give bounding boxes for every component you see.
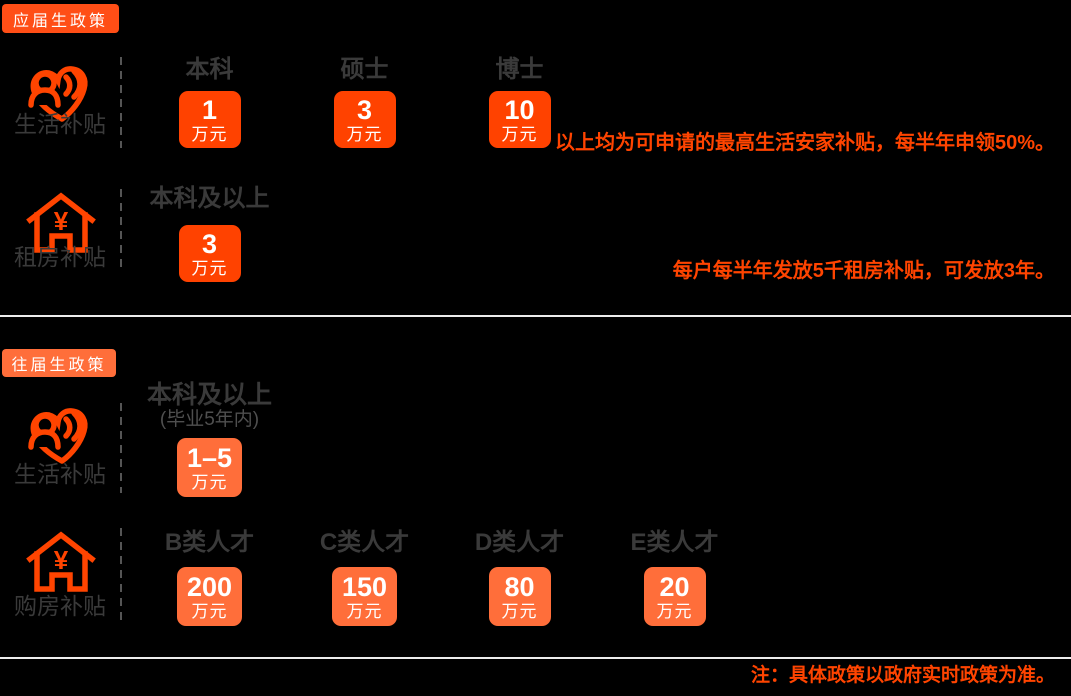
column-heading: C类人才 bbox=[319, 529, 410, 556]
talent-column: B类人才 200 万元 bbox=[132, 529, 287, 626]
card-value: 20 bbox=[659, 571, 690, 602]
svg-text:¥: ¥ bbox=[54, 206, 69, 236]
people-heart-icon bbox=[24, 397, 98, 473]
column-heading: 硕士 bbox=[340, 56, 389, 83]
card-unit: 万元 bbox=[191, 601, 228, 621]
talent-column: E类人才 20 万元 bbox=[597, 529, 752, 626]
value-card: 3 万元 bbox=[333, 91, 396, 148]
people-heart-icon bbox=[24, 55, 98, 131]
card-unit: 万元 bbox=[191, 472, 228, 492]
column-heading: 博士 bbox=[495, 56, 544, 83]
card-value: 150 bbox=[341, 571, 388, 602]
dashed-divider bbox=[120, 528, 122, 625]
svg-text:¥: ¥ bbox=[54, 545, 69, 575]
value-card: 20 万元 bbox=[643, 567, 706, 626]
talent-column: D类人才 80 万元 bbox=[442, 529, 597, 626]
footer-note: 注：具体政策以政府实时政策为准。 bbox=[750, 665, 1055, 686]
card-value: 200 bbox=[186, 571, 233, 602]
house-yuan-icon: ¥ bbox=[24, 527, 98, 593]
card-value: 80 bbox=[504, 571, 535, 602]
section1-badge: 应届生政策 bbox=[2, 4, 119, 33]
column-heading: E类人才 bbox=[630, 529, 719, 556]
dashed-divider bbox=[120, 403, 122, 493]
row-label: 生活补贴 bbox=[14, 111, 106, 137]
row-label: 购房补贴 bbox=[14, 593, 106, 619]
degree-column: 本科及以上 3 万元 bbox=[132, 185, 287, 282]
dashed-divider bbox=[120, 57, 122, 148]
column-heading: 本科及以上 bbox=[146, 381, 272, 409]
section2-badge: 往届生政策 bbox=[2, 349, 116, 377]
value-card: 150 万元 bbox=[331, 567, 398, 626]
talent-column: C类人才 150 万元 bbox=[287, 529, 442, 626]
card-unit: 万元 bbox=[191, 124, 228, 144]
card-value: 3 bbox=[201, 228, 218, 259]
degree-column: 博士 10 万元 bbox=[442, 56, 597, 148]
dashed-divider bbox=[120, 189, 122, 271]
value-card: 10 万元 bbox=[488, 91, 551, 148]
value-card: 1 万元 bbox=[178, 91, 241, 148]
rental-subsidy-note: 每户每半年发放5千租房补贴，可发放3年。 bbox=[672, 260, 1055, 282]
section-divider bbox=[0, 315, 1071, 317]
card-value: 1–5 bbox=[186, 442, 233, 473]
card-unit: 万元 bbox=[191, 258, 228, 278]
column-subheading: (毕业5年内) bbox=[159, 409, 260, 430]
card-value: 1 bbox=[201, 94, 218, 125]
card-unit: 万元 bbox=[501, 601, 538, 621]
card-value: 10 bbox=[504, 94, 535, 125]
column-heading: 本科及以上 bbox=[149, 185, 270, 212]
value-card: 1–5 万元 bbox=[176, 438, 243, 497]
card-unit: 万元 bbox=[346, 124, 383, 144]
degree-column: 本科及以上 (毕业5年内) 1–5 万元 bbox=[132, 381, 287, 497]
living-subsidy-note: 以上均为可申请的最高生活安家补贴，每半年申领50%。 bbox=[554, 132, 1055, 154]
column-heading: D类人才 bbox=[474, 529, 565, 556]
column-heading: B类人才 bbox=[164, 529, 255, 556]
house-yuan-icon: ¥ bbox=[24, 188, 98, 254]
row-label: 租房补贴 bbox=[14, 244, 106, 270]
card-value: 3 bbox=[356, 94, 373, 125]
row-label: 生活补贴 bbox=[14, 461, 106, 487]
card-unit: 万元 bbox=[501, 124, 538, 144]
card-unit: 万元 bbox=[656, 601, 693, 621]
degree-column: 硕士 3 万元 bbox=[287, 56, 442, 148]
column-heading: 本科 bbox=[185, 56, 234, 83]
value-card: 80 万元 bbox=[488, 567, 551, 626]
footer-divider bbox=[0, 657, 1071, 659]
card-unit: 万元 bbox=[346, 601, 383, 621]
degree-column: 本科 1 万元 bbox=[132, 56, 287, 148]
value-card: 200 万元 bbox=[176, 567, 243, 626]
value-card: 3 万元 bbox=[178, 225, 241, 282]
